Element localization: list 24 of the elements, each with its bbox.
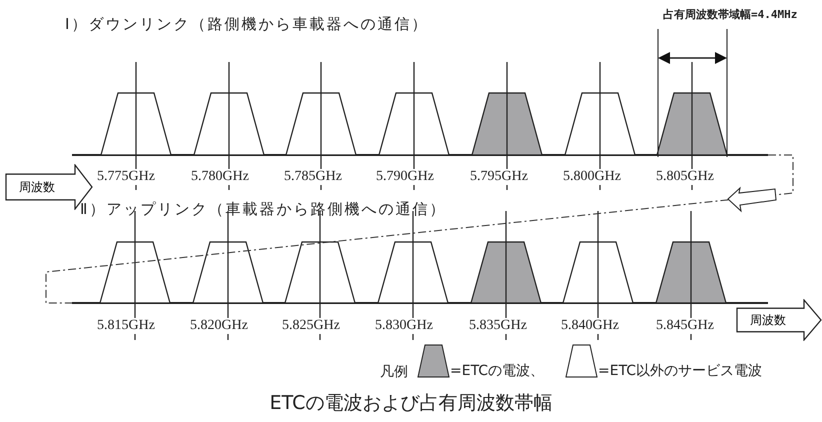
caption: ETCの電波および占有周波数帯幅 [268, 394, 554, 413]
frequency-label: 5.840GHz [561, 318, 619, 334]
frequency-label: 5.775GHz [97, 169, 155, 185]
arrow-label: 周波数 [19, 181, 55, 193]
dimension-label: 占有周波数帯域幅=4.4MHz [663, 9, 798, 20]
frequency-label: 5.815GHz [97, 318, 155, 334]
arrow-label: 周波数 [750, 314, 786, 326]
frequency-label: 5.800GHz [563, 169, 621, 185]
frequency-label: 5.790GHz [376, 169, 434, 185]
frequency-label: 5.835GHz [469, 318, 527, 334]
section-heading: Ⅰ）ダウンリンク（路側機から車載器への通信） [65, 17, 428, 32]
frequency-label: 5.830GHz [375, 318, 433, 334]
frequency-label: 5.845GHz [656, 318, 714, 334]
frequency-label: 5.805GHz [656, 169, 714, 185]
frequency-label: 5.785GHz [284, 169, 342, 185]
frequency-label: 5.825GHz [282, 318, 340, 334]
section-heading: Ⅱ）アップリンク（車載器から路側機への通信） [80, 202, 446, 217]
frequency-label: 5.795GHz [470, 169, 528, 185]
legend-text: =ETC以外のサービス電波 [598, 364, 762, 378]
legend-title: 凡例 [380, 365, 408, 379]
legend-text: =ETCの電波、 [450, 364, 544, 378]
frequency-label: 5.780GHz [191, 169, 249, 185]
block-arrow [736, 299, 822, 341]
frequency-label: 5.820GHz [190, 318, 248, 334]
